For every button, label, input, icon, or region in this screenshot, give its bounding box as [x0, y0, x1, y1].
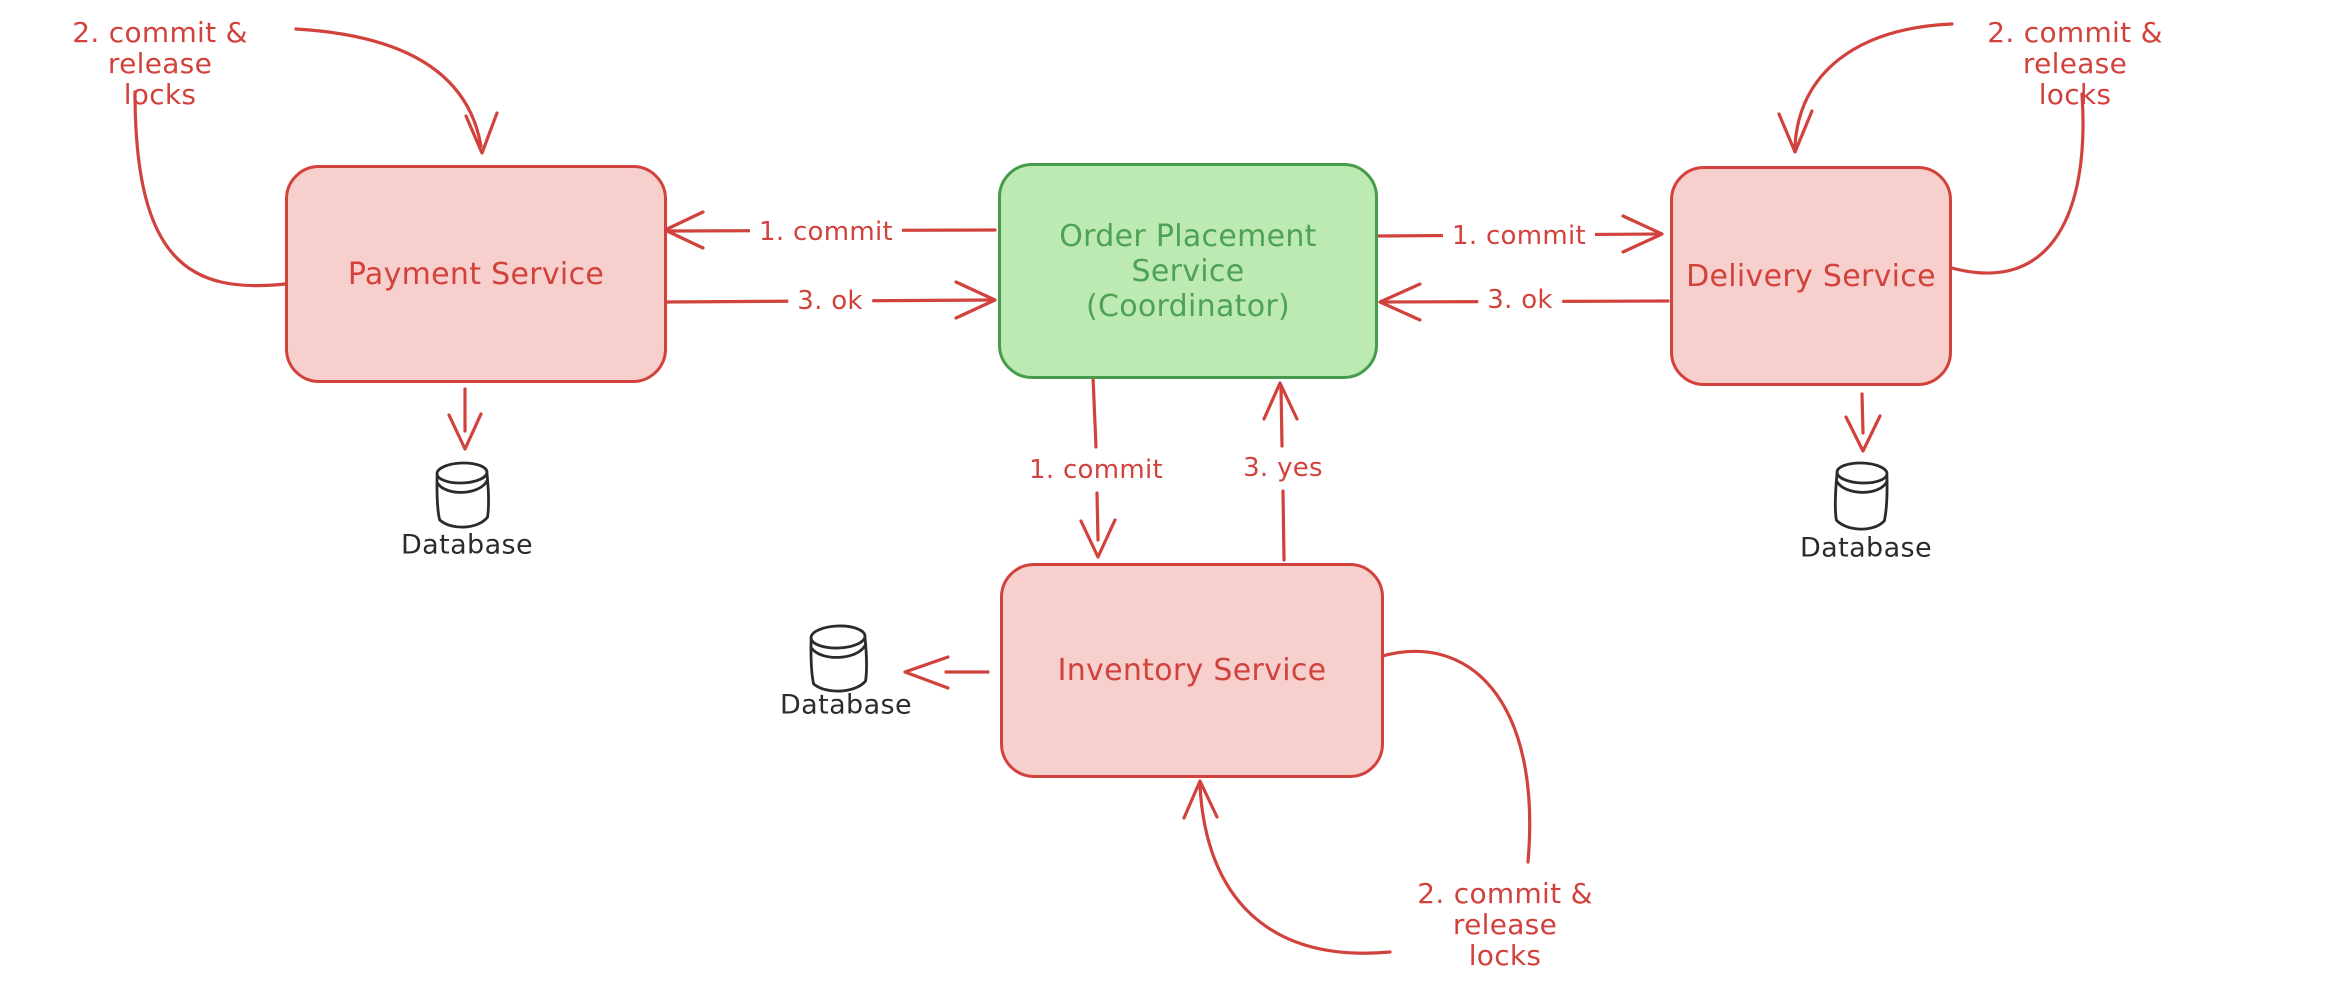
loop-label-inventory-line1: 2. commit & release	[1417, 877, 1593, 941]
edge-delivery-to-database	[1844, 392, 1882, 453]
database-label-delivery: Database	[1799, 532, 1933, 564]
edge-label-commit-to-inventory: 1. commit	[1019, 454, 1173, 486]
node-order-placement-coordinator: Order Placement Service (Coordinator)	[998, 163, 1378, 379]
node-inventory-label: Inventory Service	[1057, 653, 1327, 688]
coordinator-label-line1: Order Placement Service	[1059, 218, 1317, 289]
database-icon-inventory	[809, 624, 868, 693]
edge-inventory-to-coordinator	[1262, 381, 1299, 562]
loop-label-delivery: 2. commit & release locks	[1940, 17, 2210, 110]
node-inventory-service: Inventory Service	[1000, 563, 1384, 778]
edge-label-yes-from-inventory: 3. yes	[1234, 452, 1332, 484]
edge-label-ok-from-payment: 3. ok	[788, 285, 872, 317]
node-coordinator-label: Order Placement Service (Coordinator)	[1001, 219, 1375, 324]
loop-inventory-commit-release	[1182, 649, 1532, 955]
database-label-inventory: Database	[779, 689, 913, 721]
edge-label-commit-to-payment: 1. commit	[749, 216, 903, 248]
database-label-payment: Database	[400, 529, 534, 561]
node-delivery-label: Delivery Service	[1686, 258, 1936, 294]
loop-label-delivery-line2: locks	[2038, 78, 2112, 111]
edge-label-ok-from-delivery: 3. ok	[1478, 284, 1562, 316]
edge-coordinator-to-inventory	[1079, 375, 1117, 559]
edge-inventory-to-database	[903, 655, 990, 690]
coordinator-label-line2: (Coordinator)	[1086, 288, 1290, 324]
loop-label-inventory-line2: locks	[1468, 939, 1542, 972]
loop-label-payment: 2. commit & release locks	[25, 17, 295, 110]
edge-payment-to-database	[447, 387, 483, 451]
loop-label-inventory: 2. commit & release locks	[1370, 878, 1640, 971]
loop-label-payment-line2: locks	[123, 78, 197, 111]
node-payment-label: Payment Service	[347, 256, 605, 292]
database-icon-delivery	[1833, 461, 1889, 531]
node-payment-service: Payment Service	[285, 165, 667, 383]
loop-label-delivery-line1: 2. commit & release	[1987, 16, 2163, 80]
loop-payment-commit-release	[133, 27, 499, 288]
database-icon-payment	[435, 461, 490, 529]
loop-delivery-commit-release	[1777, 22, 2085, 275]
loop-label-payment-line1: 2. commit & release	[72, 16, 248, 80]
node-delivery-service: Delivery Service	[1670, 166, 1952, 386]
edge-label-commit-to-delivery: 1. commit	[1442, 220, 1596, 252]
